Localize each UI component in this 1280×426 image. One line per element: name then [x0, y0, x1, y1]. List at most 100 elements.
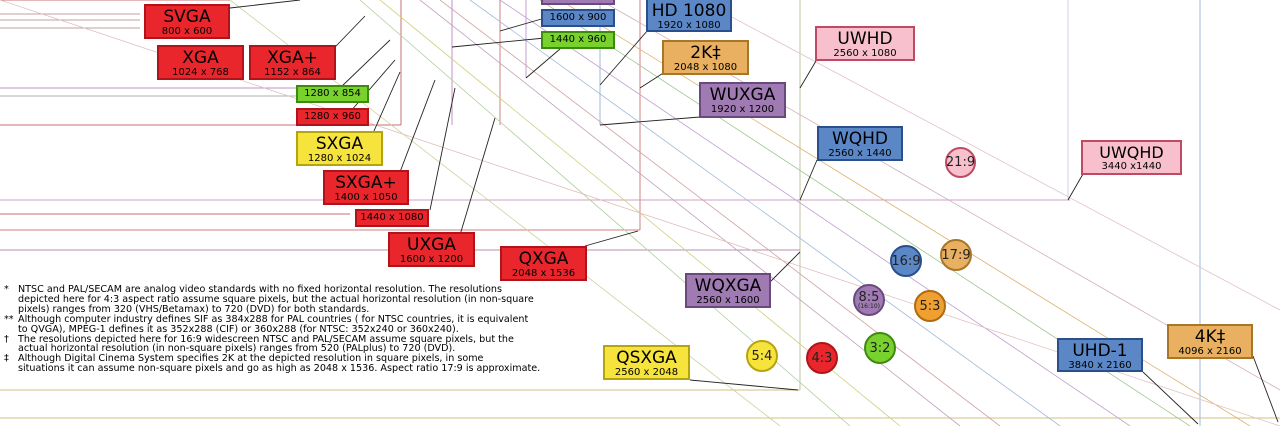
ratio-8-5: 8:5 (16:10) [853, 284, 885, 316]
ratio-8-5-sub: (16:10) [858, 302, 880, 310]
ratio-4-3: 4:3 [806, 342, 838, 374]
ratio-5-3-label: 5:3 [919, 298, 941, 314]
box-sxga: SXGA 1280 x 1024 [296, 131, 383, 166]
footnote-mark: † [4, 333, 9, 345]
arrow-line [499, 17, 546, 32]
box-uwqhd-name: UWQHD [1099, 143, 1164, 162]
arrow-line [799, 60, 817, 89]
arrow-line [429, 87, 456, 211]
arrow-line [689, 379, 799, 391]
box-qxga-res: 2048 x 1536 [511, 268, 576, 279]
footnote-line: Although computer industry defines SIF a… [18, 313, 529, 325]
arrow-line [584, 230, 639, 247]
box-qxga-name: QXGA [518, 249, 569, 269]
arrow-line [459, 117, 496, 236]
arrow-line [1067, 173, 1084, 201]
footnote-line: NTSC and PAL/SECAM are analog video stan… [18, 284, 502, 295]
box-sxga-res: 1280 x 1024 [307, 153, 372, 164]
ratio-5-4-label: 5:4 [751, 348, 773, 364]
footnote-line: to QVGA), MPEG-1 defines it as 352x288 (… [18, 323, 459, 335]
ratio-8-5-label: 8:5 [858, 289, 880, 305]
box-4k-res: 4096 x 2160 [1178, 346, 1242, 357]
ratio-21-9: 21:9 [945, 147, 976, 178]
box-2k: 2K‡ 2048 x 1080 [662, 40, 749, 75]
box-wqhd: WQHD 2560 x 1440 [817, 126, 903, 161]
box-hd1080-res: 1920 x 1080 [657, 20, 721, 31]
box-qsxga-name: QSXGA [616, 348, 677, 368]
footnotes: * NTSC and PAL/SECAM are analog video st… [4, 285, 544, 374]
box-uhd1: UHD-1 3840 x 2160 [1057, 338, 1143, 372]
grid-line [439, 0, 1001, 426]
box-qsxga: QSXGA 2560 x 2048 [603, 345, 690, 380]
box-uwqhd-res: 3440 x1440 [1101, 161, 1162, 172]
box-uwqhd: UWQHD 3440 x1440 [1081, 140, 1182, 175]
ratio-17-9: 17:9 [940, 239, 972, 271]
arrow-line [339, 39, 391, 89]
footnote-line: situations it can assume non-square pixe… [18, 363, 541, 375]
ratio-4-3-label: 4:3 [811, 350, 833, 366]
arrow-line [229, 0, 301, 9]
arrow-line [349, 59, 396, 113]
box-2k-name: 2K‡ [690, 43, 721, 63]
box-qsxga-res: 2560 x 2048 [614, 367, 679, 378]
box-wuxga-res: 1920 x 1200 [710, 104, 775, 115]
footnote-mark: ** [4, 313, 14, 325]
ratio-16-9-label: 16:9 [891, 253, 921, 269]
box-uxga: UXGA 1600 x 1200 [388, 232, 475, 267]
box-1440x960-res: 1440 x 960 [549, 34, 607, 45]
box-uhd1-name: UHD-1 [1072, 341, 1128, 361]
ratio-5-4: 5:4 [746, 340, 778, 372]
box-svga: SVGA 800 x 600 [144, 4, 230, 39]
box-svga-res: 800 x 600 [161, 26, 213, 37]
box-xga: XGA 1024 x 768 [157, 45, 244, 80]
footnote-2k: ‡ Although Digital Cinema System specifi… [4, 354, 544, 374]
footnote-line: depicted here for 4:3 aspect ratio assum… [18, 293, 534, 305]
box-1440x1080-res: 1440 x 1080 [360, 212, 424, 223]
box-xga-name: XGA [182, 48, 219, 68]
footnote-mark: * [4, 284, 9, 295]
ratio-21-9-label: 21:9 [945, 155, 976, 170]
box-xga-plus-res: 1152 x 864 [264, 67, 321, 78]
arrow-line [369, 71, 401, 141]
box-1280x854-res: 1280 x 854 [304, 88, 361, 99]
footnote-line: The resolutions depicted here for 16:9 w… [18, 333, 514, 345]
footnote-line: pixels) ranges from 320 (VHS/Betamax) to… [18, 303, 370, 315]
box-sxga-plus: SXGA+ 1400 x 1050 [323, 170, 409, 205]
box-qxga: QXGA 2048 x 1536 [500, 246, 587, 281]
box-uwhd-name: UWHD [837, 29, 893, 49]
footnote-line: actual horizontal resolution (in non-squ… [18, 343, 456, 355]
footnote-widescreen: † The resolutions depicted here for 16:9… [4, 333, 544, 355]
box-wuxga: WUXGA 1920 x 1200 [699, 82, 786, 118]
box-1440x1080: 1440 x 1080 [355, 209, 429, 227]
box-uwhd-res: 2560 x 1080 [833, 48, 897, 59]
grid-line [699, 0, 1280, 311]
box-wqxga: WQXGA 2560 x 1600 [685, 273, 771, 308]
box-sxga-plus-res: 1400 x 1050 [334, 192, 398, 203]
box-1280x960-res: 1280 x 960 [304, 111, 361, 122]
footnote-ntsc: * NTSC and PAL/SECAM are analog video st… [4, 285, 544, 315]
box-hd1080-name: HD 1080 [651, 1, 727, 21]
box-1600x900: 1600 x 900 [541, 9, 615, 27]
arrow-line [399, 79, 436, 173]
box-wqxga-name: WQXGA [694, 276, 762, 296]
ratio-5-3: 5:3 [914, 290, 946, 322]
box-1600x900-res: 1600 x 900 [549, 12, 607, 23]
box-sxga-name: SXGA [315, 134, 364, 154]
footnote-line: Although Digital Cinema System specifies… [18, 353, 484, 365]
box-wqhd-name: WQHD [831, 129, 889, 149]
box-uhd1-res: 3840 x 2160 [1068, 360, 1132, 371]
box-svga-name: SVGA [163, 7, 211, 27]
arrow-line [599, 116, 701, 126]
box-wqhd-res: 2560 x 1440 [828, 148, 892, 159]
box-wqxga-res: 2560 x 1600 [696, 295, 760, 306]
box-1280x960: 1280 x 960 [296, 108, 369, 126]
ratio-16-9: 16:9 [890, 245, 922, 277]
arrow-line [451, 37, 546, 48]
box-uwhd: UWHD 2560 x 1080 [815, 26, 915, 61]
ratio-3-2: 3:2 [864, 332, 896, 364]
box-uxga-name: UXGA [407, 235, 456, 255]
box-1280x854: 1280 x 854 [296, 85, 369, 103]
box-1440x960: 1440 x 960 [541, 31, 615, 49]
top-partial-box [541, 0, 615, 5]
arrow-line [1142, 371, 1199, 425]
